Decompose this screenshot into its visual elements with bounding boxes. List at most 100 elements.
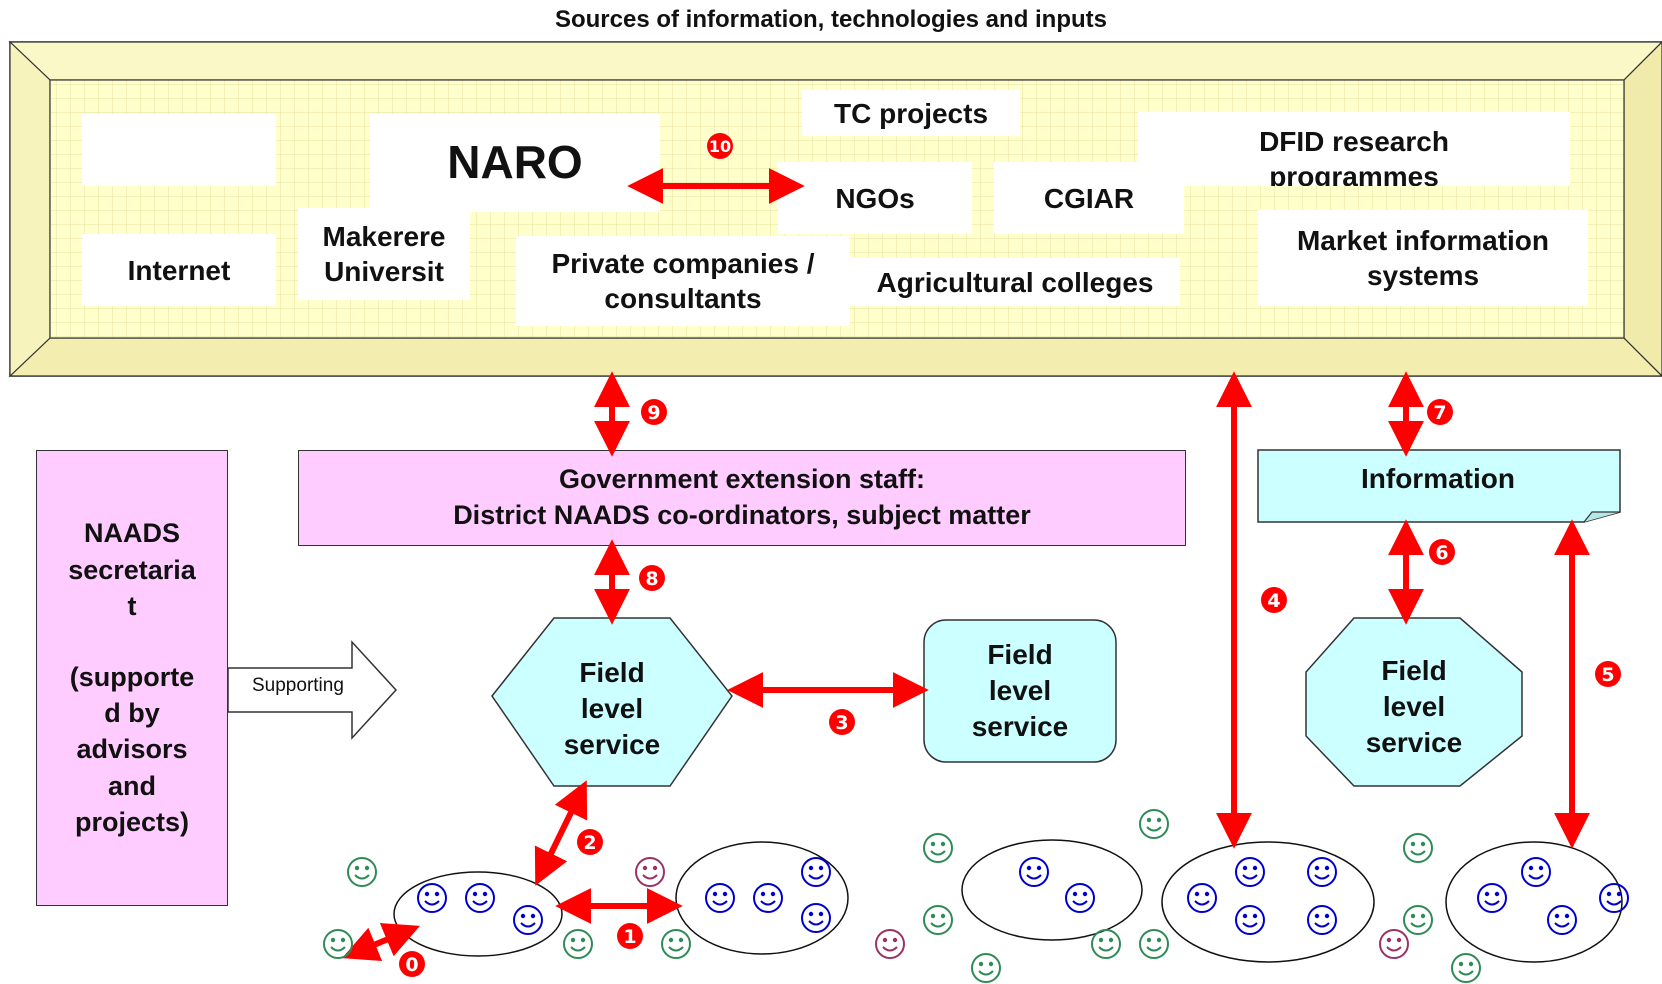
farmer-smiley-icon — [705, 883, 735, 913]
naads-line: advisors — [76, 734, 188, 765]
marker-7: 7 — [1427, 399, 1453, 425]
svg-text:4: 4 — [1267, 590, 1280, 612]
field-service-line: service — [972, 711, 1069, 742]
marker-10: 10 — [707, 133, 733, 159]
farmer-smiley-icon — [1235, 857, 1265, 887]
naads-line: projects) — [74, 807, 190, 838]
svg-text:1: 1 — [623, 926, 636, 948]
naads-line: t — [127, 591, 137, 622]
field-service-line: level — [989, 675, 1051, 706]
ngos-box: NGOs — [778, 162, 972, 234]
market-info-box: Market information systems — [1258, 210, 1588, 306]
farmer-smiley-icon — [635, 857, 665, 887]
field-service-line: service — [564, 729, 661, 760]
supporting-label: Supporting — [252, 675, 344, 696]
farmer-smiley-icon — [1187, 883, 1217, 913]
tc-projects-box: TC projects — [802, 90, 1020, 136]
farmer-smiley-icon — [1019, 857, 1049, 887]
svg-text:0: 0 — [405, 954, 418, 976]
supporting-arrow: Supporting — [227, 640, 398, 740]
farmer-smiley-icon — [1379, 929, 1409, 959]
svg-text:9: 9 — [647, 402, 660, 424]
farmer-smiley-icon — [661, 929, 691, 959]
field-service-line: Field — [987, 639, 1052, 670]
farmer-smiley-icon — [1307, 905, 1337, 935]
gov-extension-staff-box: Government extension staff: District NAA… — [298, 450, 1186, 546]
farmer-smiley-icon — [1599, 883, 1629, 913]
svg-text:7: 7 — [1433, 402, 1446, 424]
farmer-smiley-icon — [753, 883, 783, 913]
market-info-label: Market information systems — [1296, 225, 1550, 291]
cgiar-label: CGIAR — [1043, 182, 1135, 214]
field-service-hexagon: Field level service — [491, 617, 733, 787]
naro-box: NARO — [370, 114, 660, 212]
arrow-2 — [534, 780, 588, 886]
makerere-box: Makerere Universit — [298, 208, 470, 300]
farmer-group-ellipse — [1161, 841, 1375, 963]
farmer-smiley-icon — [1065, 883, 1095, 913]
farmer-smiley-icon — [1403, 833, 1433, 863]
naads-line: secretaria — [68, 554, 196, 585]
farmer-smiley-icon — [875, 929, 905, 959]
svg-text:3: 3 — [835, 712, 848, 734]
marker-2: 2 — [577, 829, 603, 855]
farmer-group-ellipse — [961, 839, 1143, 941]
field-service-line: level — [581, 693, 643, 724]
farmer-smiley-icon — [1477, 883, 1507, 913]
blank-source-box — [82, 114, 276, 186]
svg-text:2: 2 — [583, 832, 596, 854]
dfid-box: DFID research programmes — [1138, 112, 1570, 186]
field-service-line: Field — [579, 657, 644, 688]
field-service-line: level — [1383, 691, 1445, 722]
svg-text:10: 10 — [709, 137, 731, 156]
ngos-label: NGOs — [835, 182, 915, 214]
internet-box: Internet — [82, 234, 276, 306]
markers: 10 9 8 7 6 5 4 3 2 1 0 — [399, 133, 1621, 977]
svg-text:8: 8 — [645, 568, 658, 590]
field-service-line: service — [1366, 727, 1463, 758]
farmer-smiley-icon — [1139, 809, 1169, 839]
gov-staff-line2: District NAADS co-ordinators, subject ma… — [453, 500, 1031, 530]
naads-secretariat-box: NAADS secretaria t (supporte d by adviso… — [36, 450, 228, 906]
farmer-smiley-icon — [1235, 905, 1265, 935]
farmer-smiley-icon — [323, 929, 353, 959]
diagram-title: Sources of information, technologies and… — [554, 6, 1108, 33]
farmer-smiley-icon — [1091, 929, 1121, 959]
field-service-octagon: Field level service — [1305, 617, 1523, 787]
farmer-smiley-icon — [971, 953, 1001, 983]
marker-4: 4 — [1261, 587, 1287, 613]
farmer-smiley-icon — [923, 833, 953, 863]
naro-label: NARO — [447, 136, 583, 189]
farmer-smiley-icon — [1547, 905, 1577, 935]
information-label: Information — [1361, 463, 1515, 494]
makerere-label: Makerere Universit — [322, 221, 446, 287]
naads-line: and — [107, 770, 156, 801]
agri-colleges-box: Agricultural colleges — [850, 258, 1180, 306]
naads-line: NAADS — [83, 518, 180, 549]
farmer-smiley-icon — [417, 883, 447, 913]
naads-line: (supporte — [69, 661, 195, 692]
marker-3: 3 — [829, 709, 855, 735]
farmer-smiley-icon — [563, 929, 593, 959]
farmer-smiley-icon — [923, 905, 953, 935]
marker-6: 6 — [1429, 539, 1455, 565]
farmer-smiley-icon — [1307, 857, 1337, 887]
marker-5: 5 — [1595, 661, 1621, 687]
dfid-label: DFID research programmes — [1259, 126, 1449, 186]
farmer-group-ellipse — [1445, 841, 1623, 963]
farmer-smiley-icon — [801, 857, 831, 887]
farmers — [323, 809, 1629, 983]
information-box: Information — [1257, 449, 1621, 523]
naads-line: d by — [104, 698, 160, 728]
svg-text:5: 5 — [1601, 664, 1614, 686]
private-label: Private companies / consultants — [551, 248, 815, 314]
marker-1: 1 — [617, 923, 643, 949]
tc-projects-label: TC projects — [833, 97, 989, 129]
farmer-smiley-icon — [1451, 953, 1481, 983]
cgiar-box: CGIAR — [994, 162, 1184, 234]
internet-label: Internet — [127, 254, 231, 286]
farmer-smiley-icon — [1139, 929, 1169, 959]
marker-0: 0 — [399, 951, 425, 977]
field-service-rounded-box: Field level service — [923, 619, 1117, 763]
